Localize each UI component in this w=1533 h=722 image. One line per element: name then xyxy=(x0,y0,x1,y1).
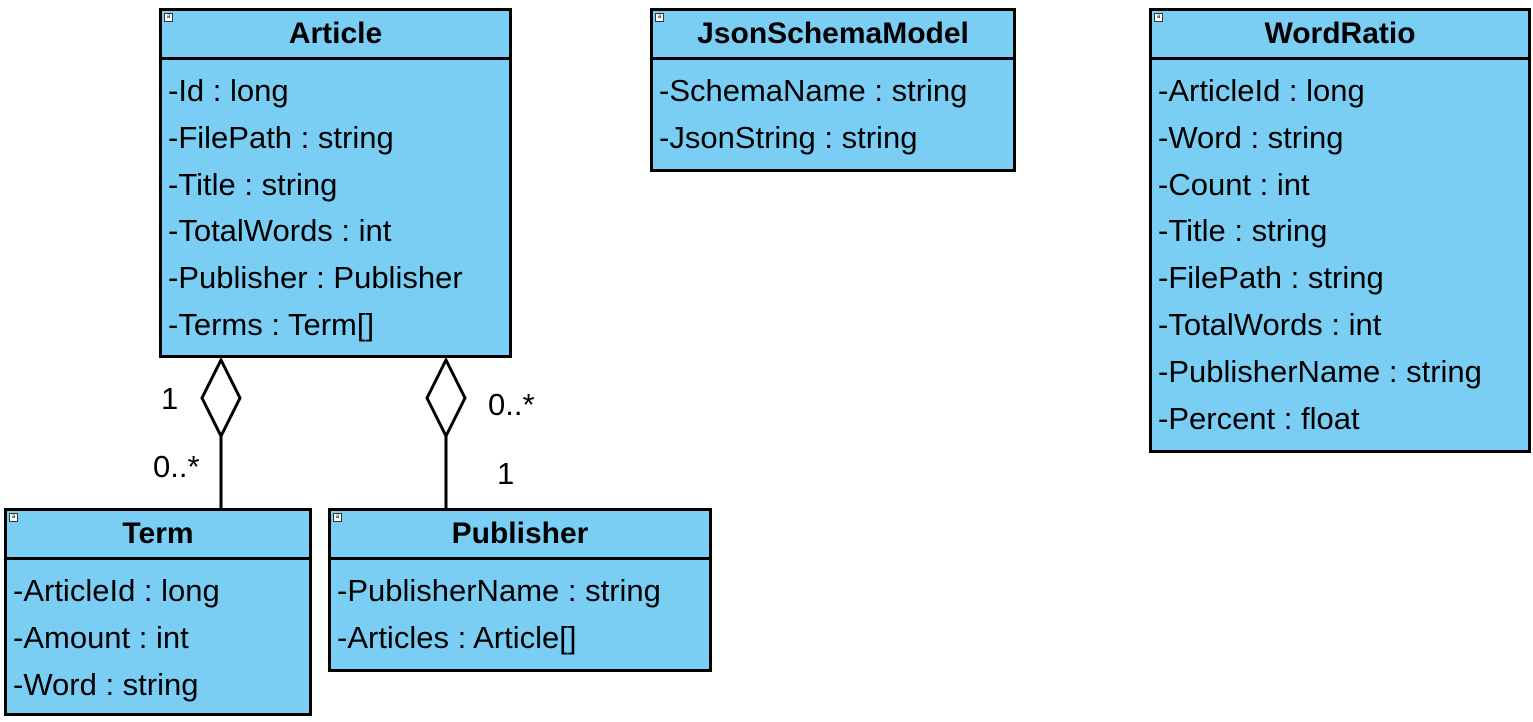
class-name: Publisher xyxy=(451,517,589,550)
attribute: -Id : long xyxy=(168,73,289,108)
association-article-term[interactable] xyxy=(200,356,242,508)
attribute-list: -ArticleId : long -Amount : int -Word : … xyxy=(7,560,309,708)
class-icon: a xyxy=(1154,13,1163,22)
class-word-ratio[interactable]: a WordRatio -ArticleId : long -Word : st… xyxy=(1149,8,1531,453)
attribute-list: -PublisherName : string -Articles : Arti… xyxy=(331,560,709,662)
attribute-list: -ArticleId : long -Word : string -Count … xyxy=(1152,60,1528,442)
association-article-publisher[interactable] xyxy=(425,356,467,508)
class-name: WordRatio xyxy=(1264,17,1416,50)
class-term[interactable]: a Term -ArticleId : long -Amount : int -… xyxy=(4,508,312,716)
attribute: -FilePath : string xyxy=(1158,260,1384,296)
class-header: a Article xyxy=(162,11,509,60)
class-icon: a xyxy=(9,513,18,522)
attribute: -TotalWords : int xyxy=(168,213,392,249)
class-icon: a xyxy=(333,513,342,522)
attribute: -ArticleId : long xyxy=(1158,73,1365,108)
class-icon: a xyxy=(655,13,664,22)
attribute-list: -SchemaName : string -JsonString : strin… xyxy=(653,60,1013,162)
attribute: -SchemaName : string xyxy=(659,73,968,108)
attribute: -JsonString : string xyxy=(659,119,918,155)
attribute: -Amount : int xyxy=(13,619,189,655)
class-name: JsonSchemaModel xyxy=(697,17,969,50)
multiplicity-label: 0..* xyxy=(488,387,535,422)
multiplicity-label: 1 xyxy=(161,381,179,416)
class-name: Term xyxy=(122,517,194,550)
multiplicity-label: 1 xyxy=(497,456,515,491)
attribute: -Percent : float xyxy=(1158,400,1360,436)
attribute: -ArticleId : long xyxy=(13,573,220,608)
class-icon: a xyxy=(164,13,173,22)
attribute-list: -Id : long -FilePath : string -Title : s… xyxy=(162,60,509,349)
class-header: a Publisher xyxy=(331,511,709,560)
multiplicity-label: 0..* xyxy=(153,449,200,484)
class-header: a Term xyxy=(7,511,309,560)
attribute: -FilePath : string xyxy=(168,119,394,155)
attribute: -Word : string xyxy=(1158,119,1344,155)
attribute: -Title : string xyxy=(168,166,338,202)
aggregation-diamond-icon xyxy=(425,356,467,440)
attribute: -PublisherName : string xyxy=(337,573,661,608)
class-publisher[interactable]: a Publisher -PublisherName : string -Art… xyxy=(328,508,712,672)
attribute: -TotalWords : int xyxy=(1158,306,1382,342)
attribute: -Word : string xyxy=(13,666,199,702)
attribute: -Terms : Term[] xyxy=(168,306,375,342)
class-header: a WordRatio xyxy=(1152,11,1528,60)
class-article[interactable]: a Article -Id : long -FilePath : string … xyxy=(159,8,512,358)
class-name: Article xyxy=(288,17,383,50)
class-json-schema-model[interactable]: a JsonSchemaModel -SchemaName : string -… xyxy=(650,8,1016,172)
attribute: -Count : int xyxy=(1158,166,1310,202)
class-header: a JsonSchemaModel xyxy=(653,11,1013,60)
attribute: -Publisher : Publisher xyxy=(168,260,463,296)
attribute: -Articles : Article[] xyxy=(337,619,577,655)
attribute: -PublisherName : string xyxy=(1158,353,1482,389)
aggregation-diamond-icon xyxy=(200,356,242,440)
attribute: -Title : string xyxy=(1158,213,1328,249)
